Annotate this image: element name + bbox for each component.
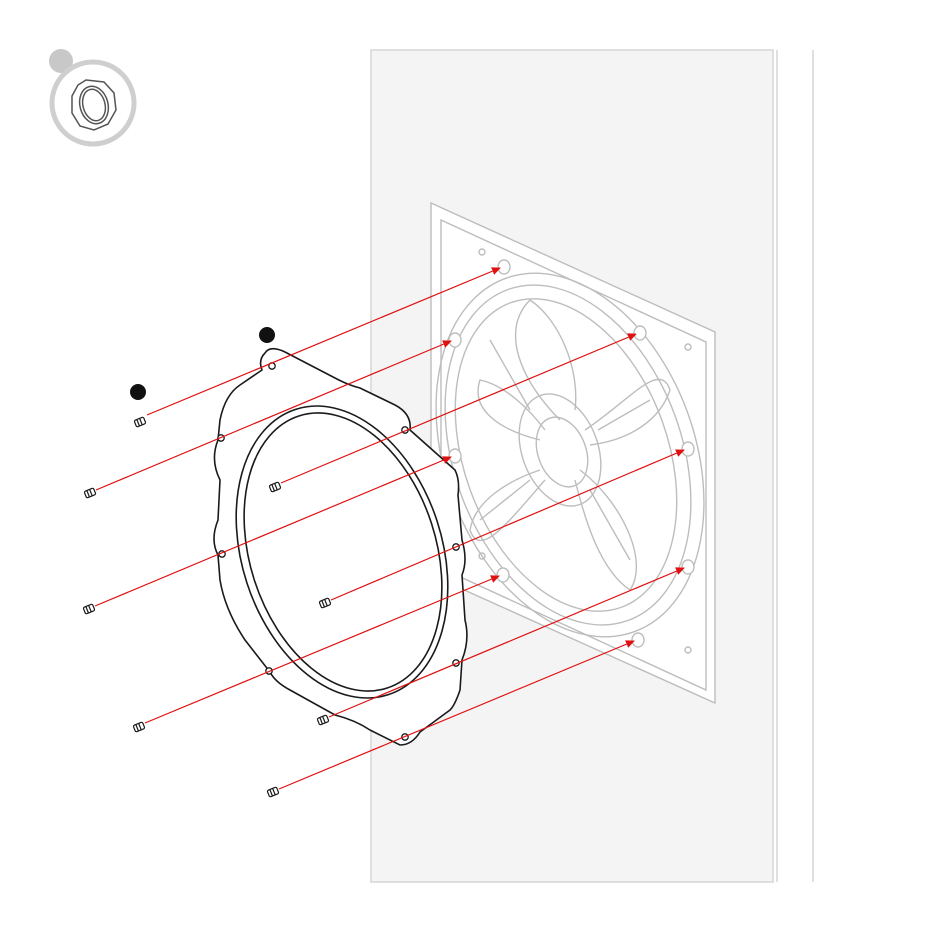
screw [133, 722, 145, 732]
screw-callout [130, 384, 146, 400]
screw [83, 604, 95, 614]
screw [134, 417, 146, 427]
ring-callout [259, 327, 275, 343]
screw [84, 488, 96, 498]
screw [267, 787, 279, 797]
screw [317, 715, 329, 725]
step-badge [49, 49, 134, 144]
